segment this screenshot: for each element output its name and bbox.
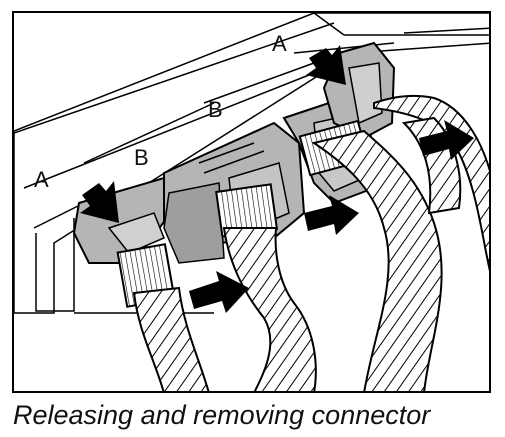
figure-caption: Releasing and removing connector (13, 400, 431, 430)
callout-a-top: A (272, 31, 287, 56)
arrow-icon (419, 120, 474, 160)
callout-b-lower: B (134, 145, 149, 170)
connector-illustration (14, 13, 489, 391)
wire-harness (116, 94, 489, 391)
arrow-icon (189, 271, 249, 313)
callout-a-left: A (34, 167, 49, 192)
illustration-frame: A B B A (12, 11, 491, 393)
arrow-icon (304, 195, 359, 235)
arrow-icon (80, 181, 119, 223)
callout-b-upper: B (208, 97, 223, 122)
arrow-icon (306, 45, 346, 85)
